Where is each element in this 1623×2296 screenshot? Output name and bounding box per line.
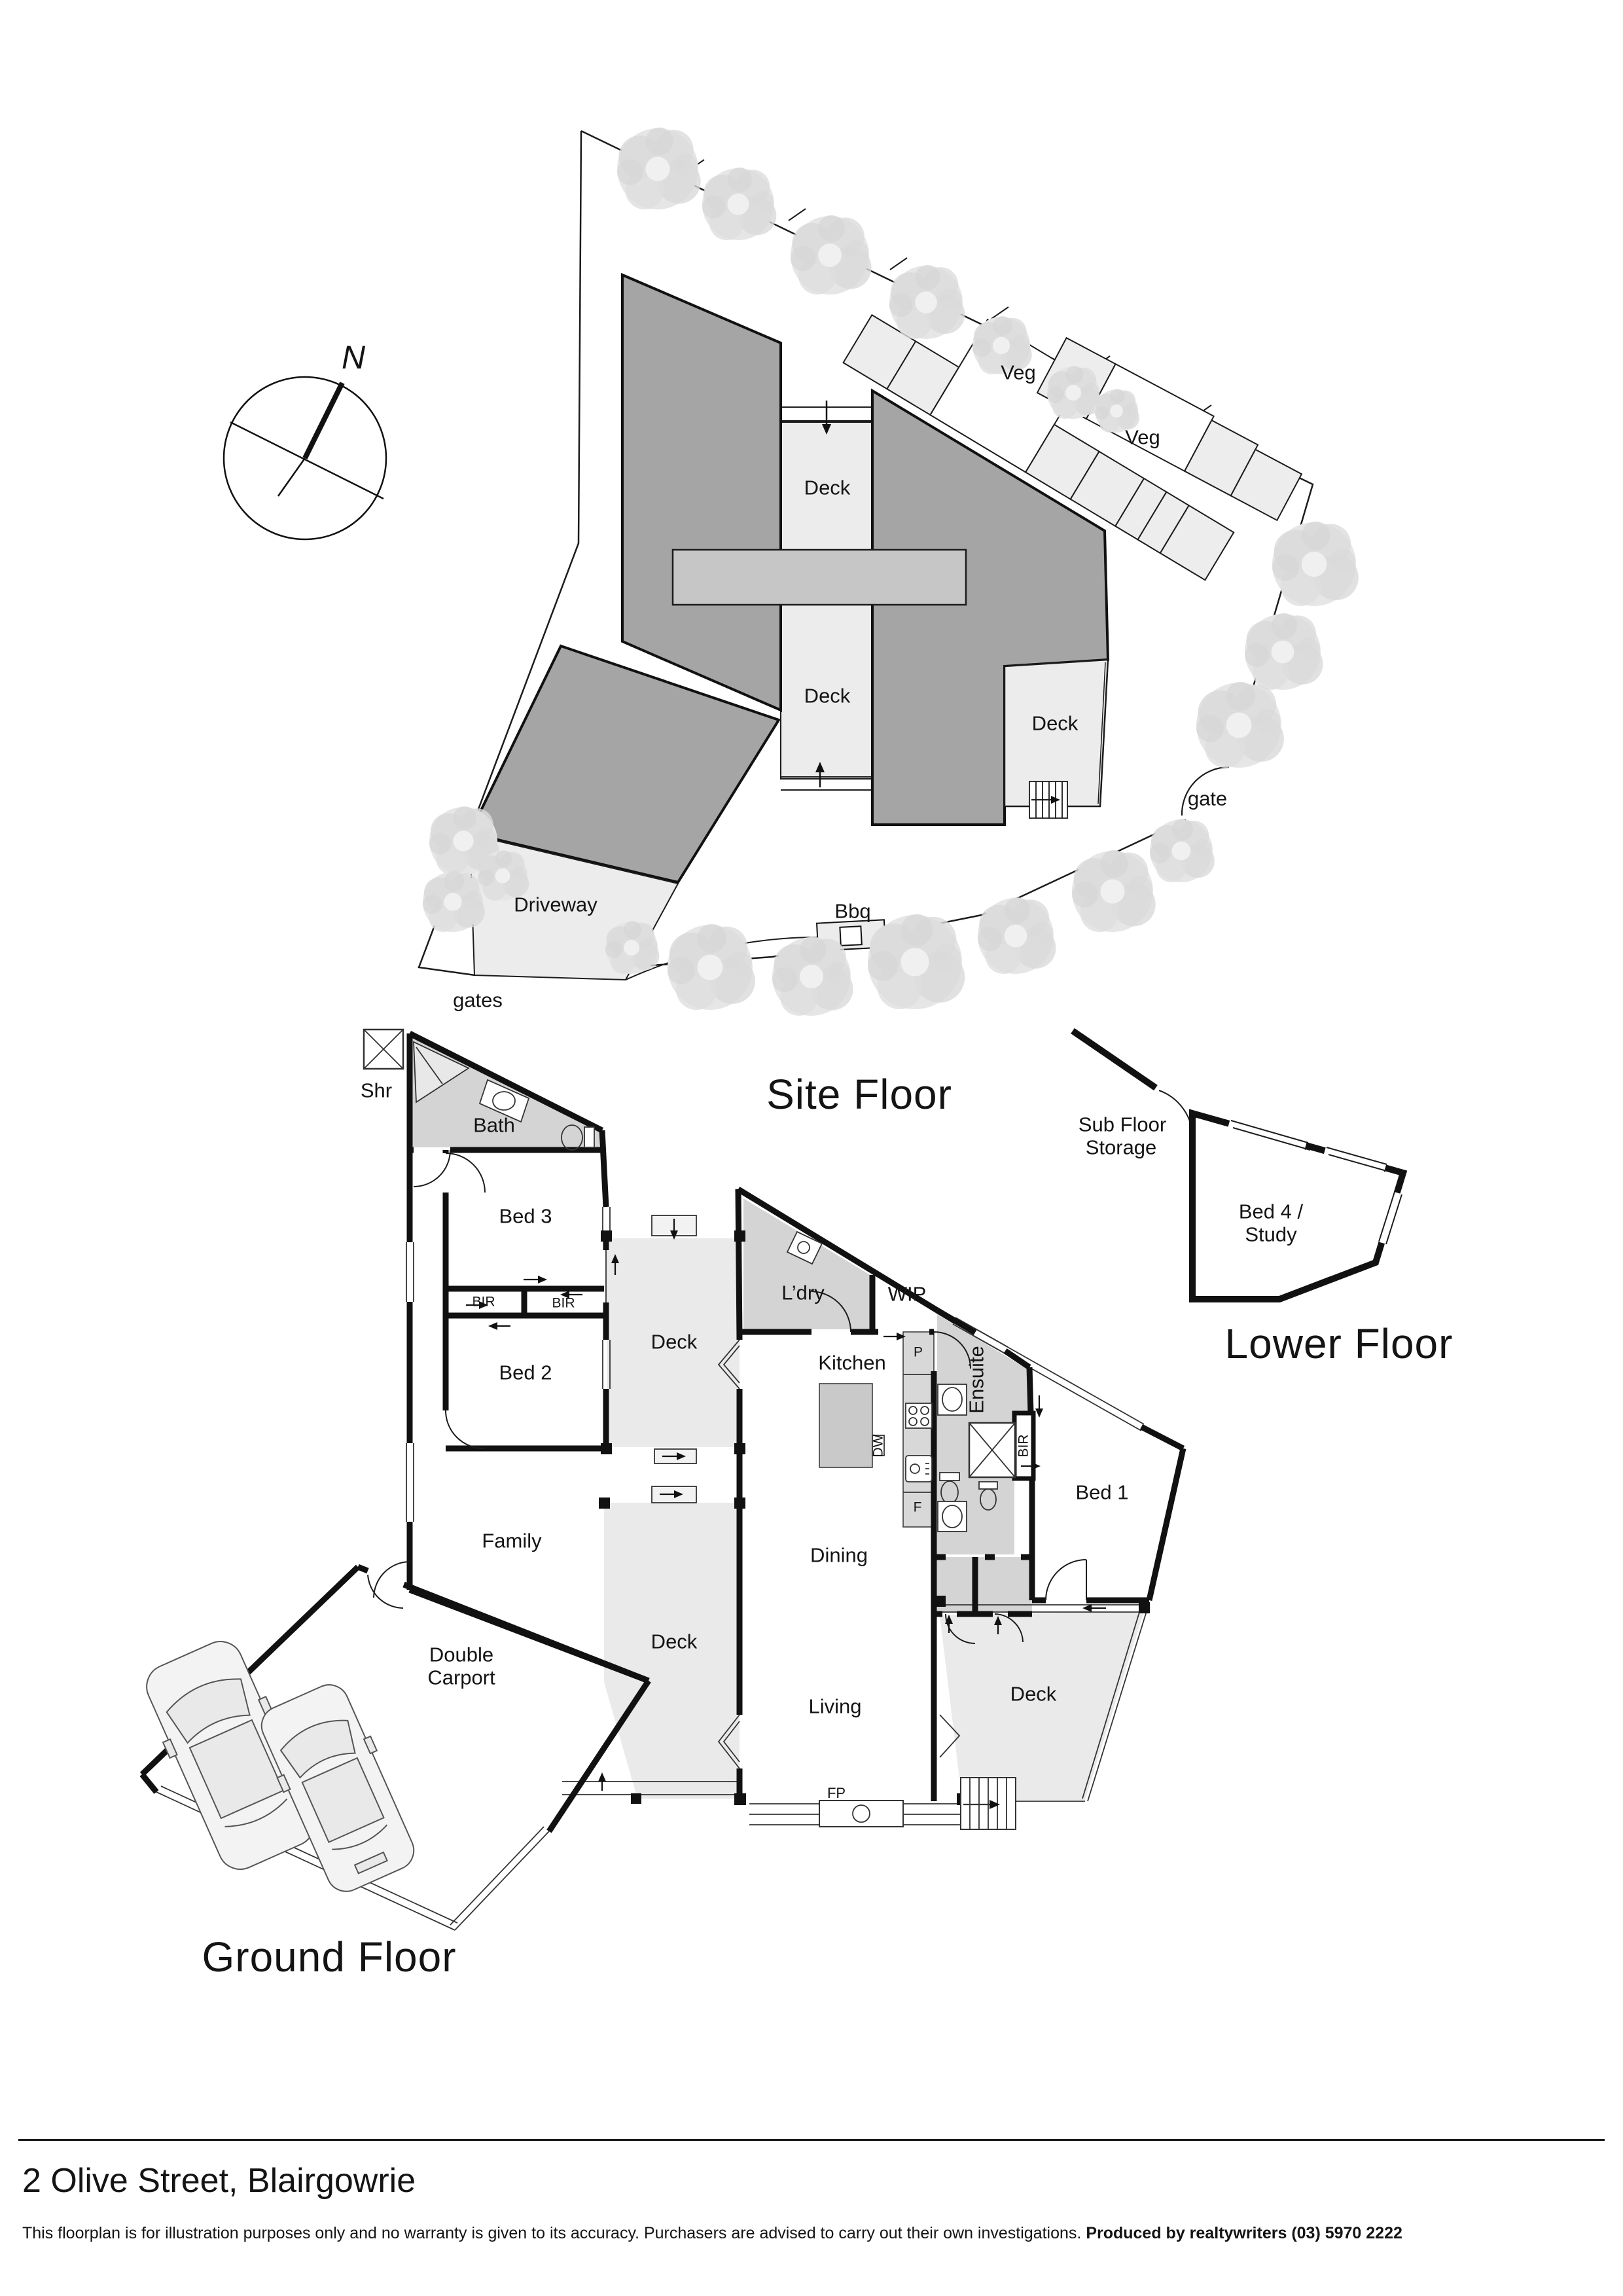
label-site-deck-east: Deck	[1031, 711, 1079, 735]
label-dining: Dining	[810, 1543, 868, 1567]
label-veg-top: Veg	[1001, 361, 1036, 384]
label-bed3: Bed 3	[499, 1204, 552, 1228]
label-living: Living	[808, 1695, 862, 1718]
disclaimer-text: This floorplan is for illustration purpo…	[22, 2225, 1606, 2242]
site-plan	[418, 127, 1359, 1016]
wall-posts	[599, 1230, 1150, 1805]
shr-shower	[363, 1028, 404, 1070]
producer-credit: Produced by realtywriters (03) 5970 2222	[1086, 2224, 1402, 2242]
carport	[139, 1564, 651, 1931]
label-carport-1: Double	[429, 1643, 494, 1666]
label-bed1: Bed 1	[1075, 1480, 1129, 1504]
label-bir-right: BIR	[552, 1295, 575, 1311]
ldry-floor	[743, 1198, 872, 1329]
label-driveway: Driveway	[514, 893, 597, 916]
label-pantry: P	[913, 1344, 923, 1360]
bifold-zigzags	[717, 1339, 961, 1769]
site-garage-block	[468, 644, 781, 884]
label-site-deck-upper: Deck	[804, 476, 851, 499]
label-shr: Shr	[360, 1079, 393, 1102]
kitchen-island	[819, 1383, 873, 1468]
footer-divider	[18, 2139, 1605, 2141]
car-icon	[260, 1684, 415, 1892]
label-fridge: F	[913, 1499, 922, 1515]
label-dw: DW	[870, 1434, 886, 1458]
house-footprint	[468, 272, 1110, 884]
ground-floor-plan	[139, 1028, 1186, 1931]
label-bed4-2: Study	[1245, 1223, 1297, 1246]
label-bir-bed1: BIR	[1016, 1434, 1031, 1458]
stairs-icon	[1029, 781, 1068, 819]
label-fp: FP	[827, 1785, 846, 1801]
lower-floor-plan	[1071, 1028, 1410, 1302]
lower-floor-title: Lower Floor	[1224, 1320, 1454, 1367]
label-family: Family	[482, 1529, 542, 1552]
label-veg-right: Veg	[1125, 425, 1160, 449]
label-kitchen: Kitchen	[818, 1351, 886, 1374]
opening-arrows	[466, 1219, 1106, 1791]
label-ensuite: Ensuite	[965, 1346, 988, 1414]
label-subfloor-2: Storage	[1085, 1136, 1157, 1159]
label-gf-deck-west: Deck	[651, 1630, 698, 1653]
property-address: 2 Olive Street, Blairgowrie	[22, 2162, 416, 2200]
label-carport-2: Carport	[427, 1666, 495, 1689]
walls	[406, 1030, 1186, 1801]
site-floor-title: Site Floor	[766, 1071, 952, 1118]
ground-floor-title: Ground Floor	[202, 1933, 457, 1981]
kitchen-bench	[902, 1331, 935, 1528]
site-east-deck	[1003, 658, 1109, 808]
wc-floor	[936, 1557, 1032, 1612]
veg-beds	[842, 314, 1303, 581]
gate-arc	[1181, 766, 1230, 816]
compass-north-label: N	[341, 339, 366, 376]
compass-icon	[223, 376, 387, 541]
label-wip: WIP	[887, 1282, 927, 1306]
stairs-icon-deck	[960, 1777, 1016, 1830]
disclaimer-body: This floorplan is for illustration purpo…	[22, 2224, 1086, 2242]
car-icon	[146, 1641, 315, 1870]
deck-arrows	[815, 401, 831, 787]
roof-band	[671, 548, 967, 606]
label-bath: Bath	[473, 1113, 515, 1137]
door-arcs	[367, 1149, 1087, 1644]
site-left-wing	[621, 272, 782, 713]
lower-windows	[1226, 1102, 1410, 1247]
label-bbq: Bbq	[834, 899, 871, 923]
label-gate: gate	[1187, 787, 1228, 810]
fireplace	[819, 1800, 904, 1827]
label-site-deck-middle: Deck	[804, 684, 851, 708]
deck-upper-floor	[607, 1238, 740, 1447]
label-gates: gates	[453, 988, 503, 1012]
label-gf-deck-east: Deck	[1010, 1682, 1057, 1706]
label-bed2: Bed 2	[499, 1361, 552, 1384]
label-gf-deck-upper: Deck	[651, 1330, 698, 1354]
deck-east-floor	[940, 1611, 1144, 1800]
fixtures	[363, 1028, 1016, 1830]
label-ldry: L’dry	[781, 1281, 825, 1304]
deck-west-floor	[604, 1503, 740, 1799]
label-subfloor-1: Sub Floor	[1078, 1113, 1167, 1136]
label-bed4-1: Bed 4 /	[1238, 1200, 1304, 1223]
label-bir-left: BIR	[472, 1294, 495, 1310]
